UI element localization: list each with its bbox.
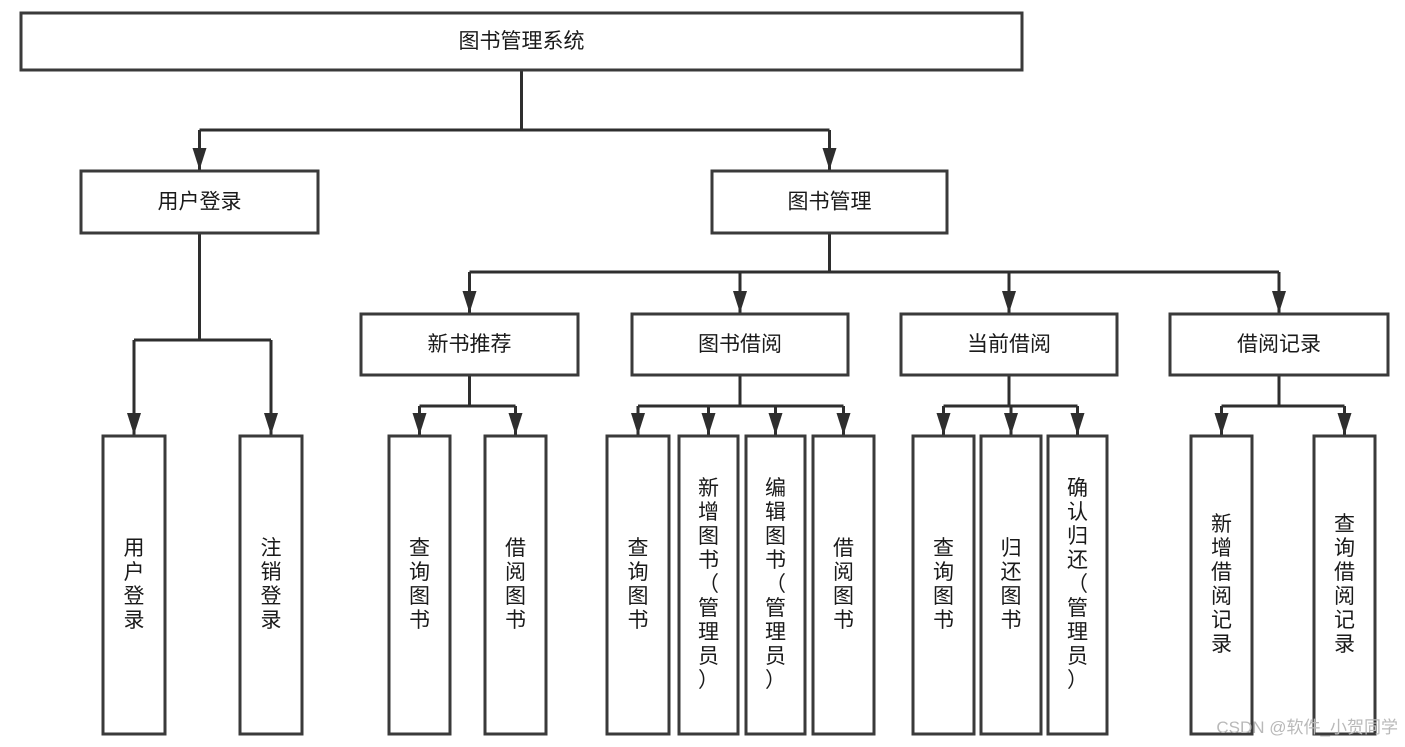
leaf-node-4[interactable]: 借阅图书 <box>483 434 548 736</box>
arrow-head-icon <box>1214 413 1229 435</box>
level2-node-label: 借阅记录 <box>1237 333 1321 356</box>
level2-node-label: 当前借阅 <box>967 333 1051 356</box>
level1-node-box[interactable] <box>710 169 949 235</box>
level1-node-1[interactable]: 用户登录 <box>79 169 320 235</box>
leaf-node-11[interactable]: 确认归还（管理员） <box>1046 434 1109 736</box>
level2-node-label: 图书借阅 <box>698 333 782 356</box>
leaf-node-label: 查询图书 <box>628 537 649 632</box>
leaf-node-10[interactable]: 归还图书 <box>979 434 1043 736</box>
arrow-head-icon <box>768 413 783 435</box>
root-node-1[interactable]: 图书管理系统 <box>19 11 1024 72</box>
leaf-node-box[interactable] <box>744 434 807 736</box>
level2-node-box[interactable] <box>1168 312 1390 377</box>
arrow-head-icon <box>936 413 951 435</box>
level2-node-2[interactable]: 图书借阅 <box>630 312 850 377</box>
arrow-head-icon <box>836 413 851 435</box>
level2-node-box[interactable] <box>899 312 1119 377</box>
arrow-head-icon <box>631 413 645 435</box>
leaf-node-label: 用户登录 <box>124 537 145 632</box>
leaf-node-box[interactable] <box>979 434 1043 736</box>
arrow-head-icon <box>1002 291 1016 313</box>
leaf-node-box[interactable] <box>101 434 167 736</box>
leaf-node-13[interactable]: 查询借阅记录 <box>1312 434 1377 736</box>
leaf-node-box[interactable] <box>387 434 452 736</box>
arrow-head-icon <box>127 413 141 435</box>
connector-layer <box>127 70 1352 435</box>
level1-node-label: 用户登录 <box>158 191 242 214</box>
csdn-watermark: CSDN @软件_小贺同学 <box>1216 718 1398 737</box>
leaf-node-label: 确认归还（管理员） <box>1067 477 1088 692</box>
level2-node-box[interactable] <box>359 312 580 377</box>
level2-node-4[interactable]: 借阅记录 <box>1168 312 1390 377</box>
leaf-node-8[interactable]: 借阅图书 <box>811 434 876 736</box>
leaf-node-label: 借阅图书 <box>833 537 854 632</box>
leaf-node-box[interactable] <box>811 434 876 736</box>
leaf-node-box[interactable] <box>483 434 548 736</box>
level2-node-box[interactable] <box>630 312 850 377</box>
leaf-node-12[interactable]: 新增借阅记录 <box>1189 434 1254 736</box>
arrow-head-icon <box>1337 413 1352 435</box>
level1-node-2[interactable]: 图书管理 <box>710 169 949 235</box>
leaf-node-3[interactable]: 查询图书 <box>387 434 452 736</box>
level2-node-1[interactable]: 新书推荐 <box>359 312 580 377</box>
leaf-node-label: 编辑图书（管理员） <box>765 477 786 692</box>
root-node-label: 图书管理系统 <box>459 30 585 53</box>
arrow-head-icon <box>192 148 207 170</box>
arrow-head-icon <box>733 291 747 313</box>
node-layer: 图书管理系统用户登录图书管理新书推荐图书借阅当前借阅借阅记录用户登录注销登录查询… <box>19 11 1390 736</box>
leaf-node-1[interactable]: 用户登录 <box>101 434 167 736</box>
leaf-node-9[interactable]: 查询图书 <box>911 434 976 736</box>
leaf-node-box[interactable] <box>1046 434 1109 736</box>
arrow-head-icon <box>822 148 837 170</box>
arrow-head-icon <box>701 413 716 435</box>
leaf-node-5[interactable]: 查询图书 <box>605 434 671 736</box>
level1-node-box[interactable] <box>79 169 320 235</box>
leaf-node-box[interactable] <box>238 434 304 736</box>
leaf-node-7[interactable]: 编辑图书（管理员） <box>744 434 807 736</box>
leaf-node-box[interactable] <box>677 434 740 736</box>
leaf-node-label: 查询图书 <box>409 537 430 632</box>
level2-node-label: 新书推荐 <box>428 333 512 356</box>
leaf-node-box[interactable] <box>1312 434 1377 736</box>
level1-node-label: 图书管理 <box>788 191 872 214</box>
leaf-node-label: 归还图书 <box>1001 537 1022 632</box>
leaf-node-box[interactable] <box>1189 434 1254 736</box>
arrow-head-icon <box>1004 413 1018 435</box>
arrow-head-icon <box>1272 291 1286 313</box>
leaf-node-box[interactable] <box>605 434 671 736</box>
leaf-node-label: 新增图书（管理员） <box>698 477 719 692</box>
leaf-node-label: 新增借阅记录 <box>1211 513 1232 656</box>
leaf-node-box[interactable] <box>911 434 976 736</box>
leaf-node-label: 查询图书 <box>933 537 954 632</box>
leaf-node-2[interactable]: 注销登录 <box>238 434 304 736</box>
level2-node-3[interactable]: 当前借阅 <box>899 312 1119 377</box>
arrow-head-icon <box>508 413 523 435</box>
leaf-node-label: 注销登录 <box>261 537 282 632</box>
arrow-head-icon <box>1070 413 1085 435</box>
leaf-node-6[interactable]: 新增图书（管理员） <box>677 434 740 736</box>
leaf-node-label: 查询借阅记录 <box>1334 513 1355 656</box>
arrow-head-icon <box>264 413 278 435</box>
leaf-node-label: 借阅图书 <box>505 537 526 632</box>
arrow-head-icon <box>462 291 477 313</box>
root-node-box[interactable] <box>19 11 1024 72</box>
arrow-head-icon <box>412 413 427 435</box>
